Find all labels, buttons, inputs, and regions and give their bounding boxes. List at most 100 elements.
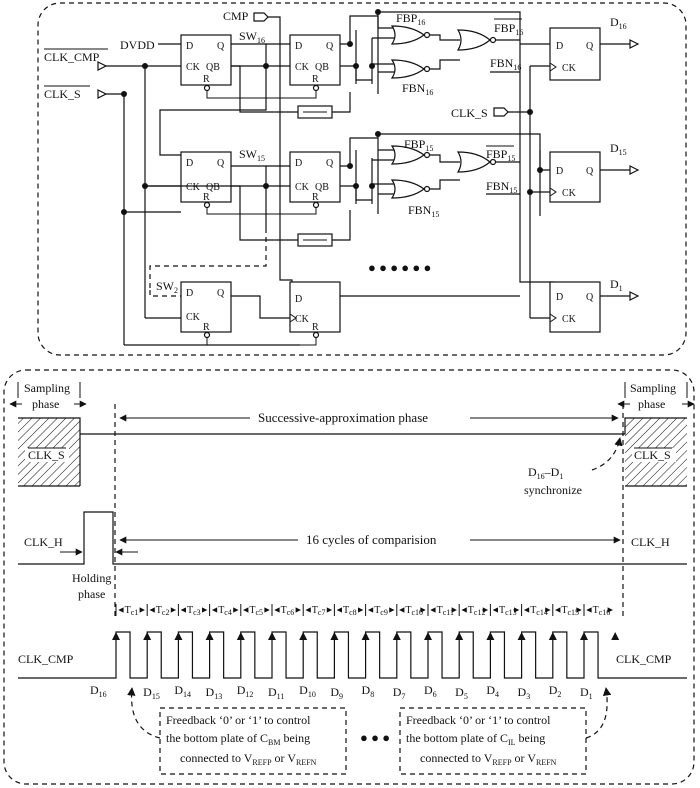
clk-s-bar-input: CLK_S [44, 85, 124, 101]
svg-text:the bottom plate of CBM being: the bottom plate of CBM being [166, 731, 310, 747]
rising-edge-arrow [361, 632, 370, 640]
fbn16-label: FBN16 [402, 81, 433, 97]
svg-text:Q: Q [326, 41, 334, 52]
synchronize-label: D16–D1 [528, 465, 563, 481]
rising-edge-arrow [455, 632, 464, 640]
bit-label: D14 [174, 683, 191, 699]
period-label: Tc13 [499, 605, 517, 617]
svg-text:D: D [556, 41, 563, 52]
circuit-border [37, 2, 687, 356]
sixteen-cycles-label: 16 cycles of comparision [306, 532, 437, 547]
nor-gate-fbp15 [390, 145, 426, 165]
fbn15-label: FBN15 [408, 203, 439, 219]
output-flip-flop-d1: D Q CK [549, 281, 640, 333]
bit-label: D15 [143, 685, 160, 701]
fbp16-bar-label: FBP16 [494, 21, 523, 37]
svg-text:connected to VREFP or VREFN: connected to VREFP or VREFN [420, 751, 557, 767]
period-label: Tc12 [468, 605, 486, 617]
clk-cmp-waveform [18, 631, 687, 679]
note-left: Freedback ‘0’ or ‘1’ to control the bott… [159, 707, 347, 775]
period-label: Tc7 [312, 605, 326, 617]
svg-text:R: R [203, 74, 210, 85]
sw2-label: SW2 [156, 279, 178, 295]
svg-text:QB: QB [206, 182, 220, 193]
bit-label: D16 [90, 683, 107, 699]
holding-phase-line1: Holding [72, 571, 111, 585]
timing-diagram: Sampling phase CLK_S CLK_S Successive-ap… [3, 369, 695, 785]
svg-text:DVDD: DVDD [120, 38, 155, 52]
fbp16-label: FBP16 [396, 11, 425, 27]
fbn15-out-label: FBN15 [486, 179, 517, 195]
sampling-phase-right-line2: phase [638, 397, 665, 411]
sampling-phase-left-line2: phase [32, 397, 59, 411]
period-label: Tc5 [249, 605, 263, 617]
sampling-phase-left-line1: Sampling [24, 381, 70, 395]
svg-text:CLK_S: CLK_S [44, 87, 81, 101]
bit-label: D2 [549, 683, 562, 699]
period-label: Tc8 [343, 605, 357, 617]
svg-text:R: R [312, 322, 319, 333]
bit-label: D10 [299, 683, 316, 699]
bit-label: D12 [237, 683, 254, 699]
svg-text:Q: Q [217, 158, 225, 169]
svg-text:R: R [203, 192, 210, 203]
bit-label: D8 [362, 683, 375, 699]
bit-label: D4 [486, 683, 499, 699]
period-label: Tc10 [405, 605, 423, 617]
flip-flop-sw2: D Q CK R [180, 281, 232, 339]
d16-output-label: D16 [610, 15, 627, 31]
clk-h-left: CLK_H [24, 535, 63, 549]
dvdd-label: DVDD [120, 38, 181, 52]
fbn16-out-label: FBN16 [490, 56, 521, 72]
period-label: Tc14 [530, 605, 548, 617]
svg-text:D: D [556, 166, 563, 177]
synchronize-word: synchronize [524, 483, 582, 497]
svg-text:CK: CK [186, 182, 201, 193]
sampling-phase-right-line1: Sampling [630, 381, 676, 395]
nor-gate-fbn16 [390, 59, 426, 79]
svg-text:CK: CK [295, 314, 310, 325]
svg-text:connected to VREFP or VREFN: connected to VREFP or VREFN [180, 751, 317, 767]
svg-text:D: D [186, 288, 193, 299]
clk-h-right: CLK_H [631, 535, 670, 549]
rising-edge-arrow [580, 632, 588, 640]
period-label: Tc1 [125, 605, 139, 617]
svg-text:QB: QB [315, 62, 329, 73]
rising-edge-arrow [392, 632, 401, 640]
clk-s-bar-left: CLK_S [28, 448, 65, 462]
bit-label: D11 [268, 685, 284, 701]
svg-text:R: R [203, 322, 210, 333]
period-label: Tc11 [437, 605, 454, 617]
svg-text:CK: CK [562, 63, 577, 74]
period-label: Tc4 [218, 605, 232, 617]
svg-text:D: D [186, 41, 193, 52]
d15-output-label: D15 [610, 141, 627, 157]
svg-text:D: D [186, 158, 193, 169]
sw16-label: SW16 [239, 29, 265, 45]
svg-text:CMP: CMP [223, 9, 249, 23]
circuit-diagram: CLK_CMP CLK_S DVDD CMP D Q [37, 2, 687, 356]
rising-edge-arrow [517, 632, 526, 640]
rising-edge-arrow [299, 632, 308, 640]
clk-cmp-right: CLK_CMP [616, 652, 672, 666]
clk-s-right-input: CLK_S [451, 106, 530, 120]
output-flip-flop-d16: D Q CK [549, 27, 640, 81]
sw15-label: SW15 [239, 147, 265, 163]
svg-text:D: D [295, 41, 302, 52]
bit-label: D9 [330, 685, 343, 701]
svg-text:R: R [312, 192, 319, 203]
period-label: Tc3 [187, 605, 201, 617]
cmp-input: CMP [223, 9, 293, 286]
d1-output-label: D1 [610, 277, 623, 293]
svg-text:Q: Q [586, 166, 594, 177]
rising-edge-arrow [330, 632, 339, 640]
flip-flop-sw16: D Q CK QB R [180, 34, 232, 92]
bit-label: D1 [580, 685, 593, 701]
successive-approximation-label: Successive-approximation phase [258, 410, 428, 425]
clk-s-bar-right: CLK_S [634, 448, 671, 462]
svg-text:Freedback ‘0’ or ‘1’ to contro: Freedback ‘0’ or ‘1’ to control [406, 713, 551, 727]
flip-flop-cmp16: D Q CK QB R [289, 34, 341, 92]
